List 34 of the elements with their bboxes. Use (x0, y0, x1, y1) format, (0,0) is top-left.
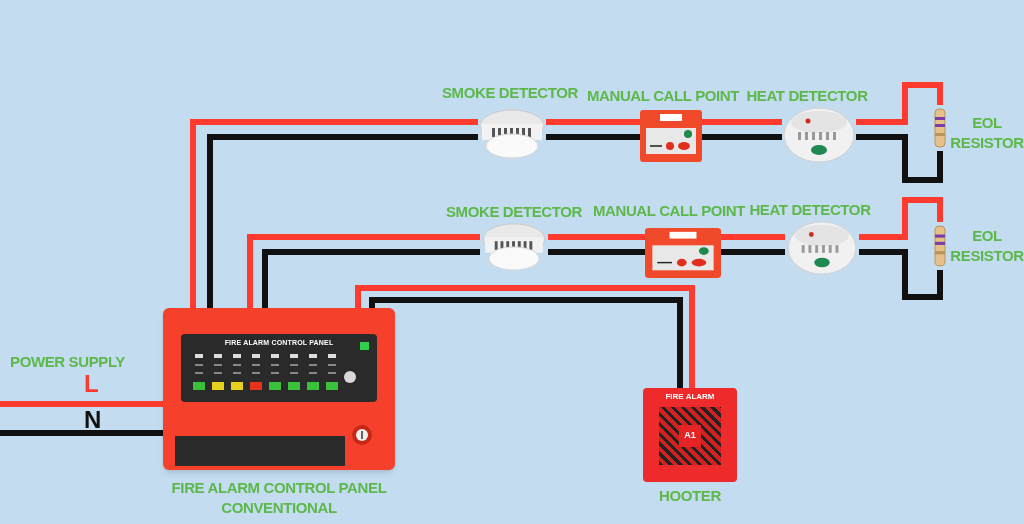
device-caption: EOL RESISTOR (950, 113, 1024, 153)
device-caption: EOL RESISTOR (950, 226, 1024, 266)
hooter-heading: FIRE ALARM (665, 391, 715, 403)
wire (721, 234, 785, 240)
device-caption: HEAT DETECTOR (748, 200, 872, 220)
wire (369, 297, 683, 388)
zone-number: A1 (679, 425, 701, 447)
device-caption: MANUAL CALL POINT (591, 201, 747, 221)
wire-label: N (84, 408, 102, 432)
device-caption: FIRE ALARM CONTROL PANEL CONVENTIONAL (170, 478, 388, 518)
control-panel (163, 308, 395, 470)
wire (548, 249, 645, 255)
wire (702, 134, 782, 140)
wire (262, 249, 480, 308)
device-caption: SMOKE DETECTOR (440, 83, 580, 103)
device-caption: HEAT DETECTOR (745, 86, 869, 106)
device-caption: SMOKE DETECTOR (444, 202, 584, 222)
wire (859, 197, 943, 240)
wire (546, 134, 640, 140)
wire (355, 285, 695, 388)
device-caption: HOOTER (658, 486, 722, 506)
wire (247, 234, 480, 308)
note-label: POWER SUPPLY (10, 352, 125, 372)
wire (856, 82, 943, 125)
wire (856, 134, 943, 183)
wire (721, 249, 785, 255)
wire (702, 119, 782, 125)
wire (0, 401, 163, 407)
device-caption: MANUAL CALL POINT (585, 86, 741, 106)
hooter (643, 388, 737, 482)
wire (0, 430, 163, 436)
wire-label: L (84, 372, 99, 396)
wire (546, 119, 640, 125)
wire (548, 234, 645, 240)
